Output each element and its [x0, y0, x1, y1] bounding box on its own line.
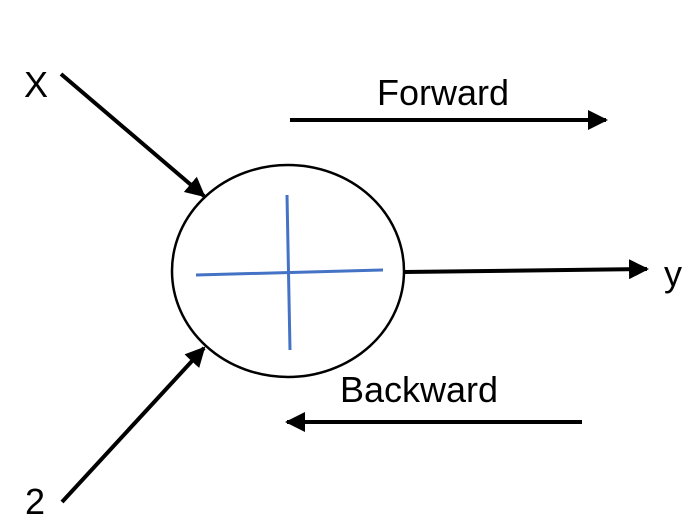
- plus-sign-vertical: [285, 194, 292, 351]
- output-y-arrow: [403, 259, 649, 280]
- input-x-arrow: [59, 72, 206, 198]
- forward-label: Forward: [377, 72, 510, 113]
- backward-label: Backward: [340, 369, 499, 410]
- input-x-label: X: [24, 64, 49, 105]
- input-2-arrow: [60, 346, 206, 504]
- input-2-label: 2: [25, 481, 46, 522]
- output-y-label: y: [664, 253, 682, 294]
